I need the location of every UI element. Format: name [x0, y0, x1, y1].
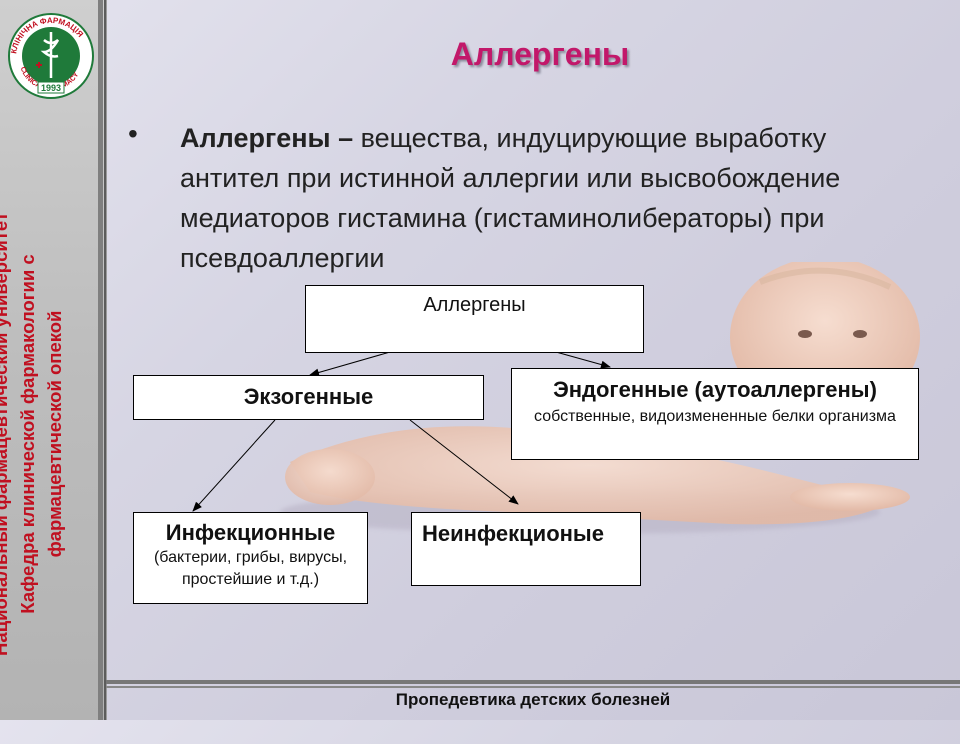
vertical-line-3: фармацевтической опекой	[44, 310, 65, 558]
vertical-line-1: Национальный фармацевтический университе…	[0, 212, 11, 656]
bullet-marker: •	[128, 118, 138, 149]
vertical-line-2: Кафедра клинической фармакологии с	[17, 254, 38, 614]
root-node-box: Аллергены	[305, 285, 644, 353]
exogenous-node-box: Экзогенные	[133, 375, 484, 420]
sidebar-divider	[98, 0, 103, 720]
sidebar-divider-dark	[104, 0, 106, 720]
definition-term: Аллергены –	[180, 123, 354, 153]
logo-year: 1993	[41, 83, 61, 93]
footer-divider	[106, 680, 960, 684]
left-sidebar	[0, 0, 107, 720]
endogenous-title: Эндогенные (аутоаллергены)	[553, 377, 877, 402]
definition-text: вещества, индуцирующие выработку антител…	[180, 123, 841, 273]
root-node-label: Аллергены	[423, 294, 526, 316]
sidebar-vertical-caption: Национальный фармацевтический университе…	[0, 124, 77, 744]
endogenous-node-box: Эндогенные (аутоаллергены) собственные, …	[511, 368, 919, 460]
infectious-description: (бактерии, грибы, вирусы, простейшие и т…	[153, 549, 348, 588]
footer-caption: Пропедевтика детских болезней	[395, 690, 671, 709]
slide-title: Аллергены	[450, 36, 630, 72]
endogenous-description: собственные, видоизмененные белки органи…	[534, 408, 896, 425]
noninfectious-node-box: Неинфекционые	[411, 512, 641, 586]
infectious-node-box: Инфекционные (бактерии, грибы, вирусы, п…	[133, 512, 368, 604]
university-logo: КЛІНІЧНА ФАРМАЦІЯ CLINICALPHARMACY 1993	[8, 13, 94, 99]
exogenous-label: Экзогенные	[243, 384, 374, 409]
footer-divider-thin	[106, 686, 960, 688]
definition-paragraph: Аллергены – вещества, индуцирующие выраб…	[180, 118, 920, 278]
infectious-title: Инфекционные	[165, 520, 336, 545]
noninfectious-title: Неинфекционые	[422, 521, 604, 546]
